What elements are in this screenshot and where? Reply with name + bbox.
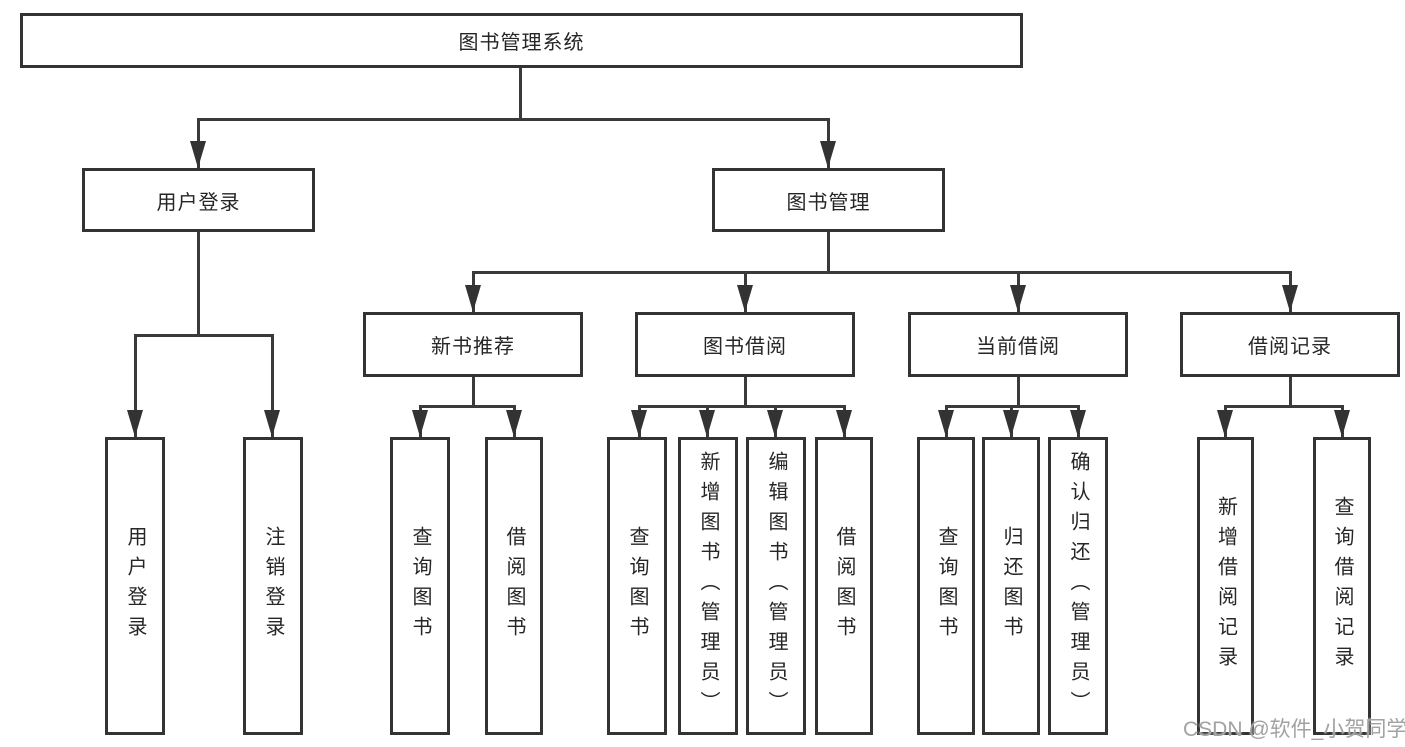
arrowhead-leaf: [631, 410, 647, 437]
arrowhead-leaf: [1070, 410, 1086, 437]
arrowhead-book-mgmt: [820, 141, 836, 168]
csdn-watermark: CSDN @软件_小贺同学: [1183, 718, 1405, 741]
node-book-borrow-group: 图书借阅: [635, 312, 855, 377]
arrowhead-current-borrow: [1010, 285, 1026, 312]
node-label: 借阅记录: [1248, 336, 1332, 358]
connector-book-mgmt-drop: [827, 232, 830, 272]
leaf-return-book: 归还图书: [982, 437, 1040, 735]
arrowhead-book-borrow: [737, 285, 753, 312]
node-label: 当前借阅: [976, 336, 1060, 358]
leaf-label: 新增图书（管理员）: [697, 451, 719, 721]
node-root-label: 图书管理系统: [458, 32, 585, 54]
connector-borrow-record-drop: [1289, 377, 1292, 406]
connector-borrow-record-rail: [1224, 405, 1344, 408]
arrowhead-leaf: [836, 410, 852, 437]
leaf-label: 查询借阅记录: [1331, 496, 1353, 676]
connector-new-book-rail: [419, 405, 516, 408]
connector-root-drop: [519, 68, 522, 120]
leaf-label: 借阅图书: [503, 526, 525, 646]
node-label: 用户登录: [156, 191, 241, 214]
node-user-login-branch: 用户登录: [82, 168, 315, 232]
leaf-add-borrow-record: 新增借阅记录: [1197, 437, 1254, 735]
leaf-borrow-book-1: 借阅图书: [485, 437, 543, 735]
leaf-label: 注销登录: [262, 526, 284, 646]
leaf-borrow-book-2: 借阅图书: [815, 437, 873, 735]
leaf-label: 编辑图书（管理员）: [765, 451, 787, 721]
arrowhead-user-login: [190, 141, 206, 168]
node-label: 图书管理: [786, 191, 871, 214]
leaf-label: 用户登录: [124, 526, 146, 646]
leaf-label: 查询图书: [935, 526, 957, 646]
leaf-label: 借阅图书: [833, 526, 855, 646]
node-new-book-group: 新书推荐: [363, 312, 583, 377]
node-root: 图书管理系统: [20, 13, 1023, 68]
arrowhead-leaf: [699, 410, 715, 437]
leaf-confirm-return-admin: 确认归还（管理员）: [1048, 437, 1108, 735]
arrowhead-leaf: [506, 410, 522, 437]
leaf-edit-book-admin: 编辑图书（管理员）: [746, 437, 806, 735]
connector-user-login-drop: [197, 232, 200, 335]
leaf-logout: 注销登录: [243, 437, 303, 735]
leaf-label: 查询图书: [409, 526, 431, 646]
node-book-mgmt-branch: 图书管理: [712, 168, 945, 232]
node-current-borrow-group: 当前借阅: [908, 312, 1128, 377]
arrowhead-leaf: [938, 410, 954, 437]
connector-book-borrow-rail: [638, 405, 846, 408]
leaf-label: 确认归还（管理员）: [1067, 451, 1089, 721]
leaf-query-borrow-record: 查询借阅记录: [1313, 437, 1371, 735]
leaf-query-book-3: 查询图书: [917, 437, 975, 735]
connector-level2-rail: [197, 118, 830, 121]
arrowhead-leaf: [264, 410, 280, 437]
connector-stem-leaf: [271, 335, 274, 437]
leaf-query-book-2: 查询图书: [607, 437, 667, 735]
connector-level3-rail: [472, 271, 1292, 274]
leaf-user-login: 用户登录: [105, 437, 165, 735]
arrowhead-leaf: [1003, 410, 1019, 437]
node-label: 图书借阅: [703, 336, 787, 358]
connector-user-login-rail: [134, 334, 274, 337]
node-label: 新书推荐: [431, 336, 515, 358]
connector-new-book-drop: [472, 377, 475, 406]
arrowhead-borrow-record: [1282, 285, 1298, 312]
leaf-label: 归还图书: [1000, 526, 1022, 646]
arrowhead-leaf: [1217, 410, 1233, 437]
connector-book-borrow-drop: [744, 377, 747, 406]
arrowhead-leaf: [412, 410, 428, 437]
leaf-label: 新增借阅记录: [1214, 496, 1237, 676]
connector-stem-leaf: [134, 335, 137, 437]
arrowhead-new-book: [465, 285, 481, 312]
arrowhead-leaf: [1334, 410, 1350, 437]
arrowhead-leaf: [767, 410, 783, 437]
arrowhead-leaf: [127, 410, 143, 437]
leaf-add-book-admin: 新增图书（管理员）: [678, 437, 738, 735]
connector-current-borrow-drop: [1017, 377, 1020, 406]
node-borrow-record-group: 借阅记录: [1180, 312, 1400, 377]
leaf-label: 查询图书: [626, 526, 648, 646]
leaf-query-book-1: 查询图书: [390, 437, 450, 735]
